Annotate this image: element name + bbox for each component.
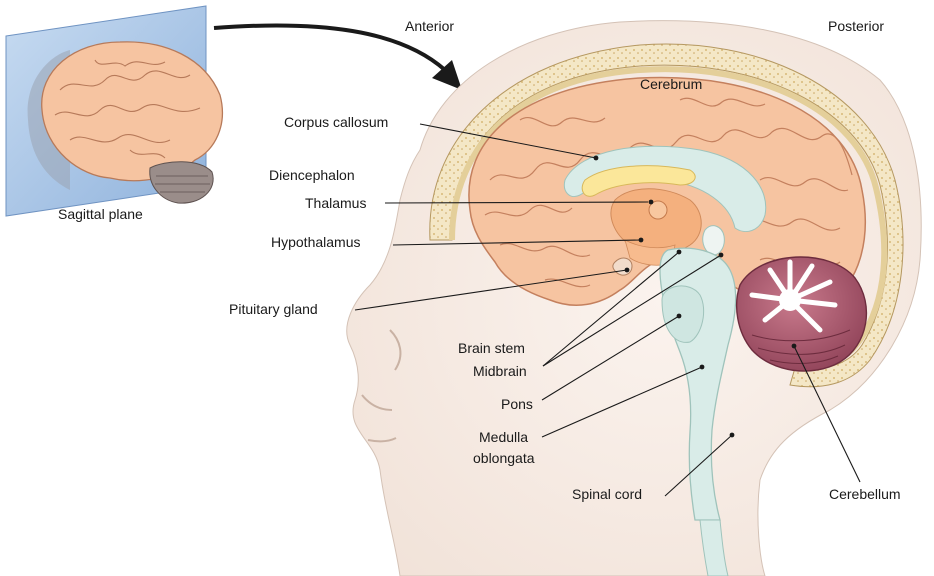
label-cerebellum: Cerebellum — [829, 486, 901, 502]
pons-bulge — [661, 285, 705, 343]
point-medulla — [699, 364, 705, 370]
leader-lines — [354, 123, 861, 497]
label-midbrain: Midbrain — [473, 363, 527, 379]
point-corpus-callosum — [593, 155, 599, 161]
leader-hypothalamus — [392, 239, 642, 246]
label-medulla-line1: Medulla — [479, 429, 529, 445]
mouth-outline — [367, 437, 397, 443]
label-cerebrum: Cerebrum — [640, 76, 703, 92]
sagittal-plane-thumbnail — [5, 5, 224, 217]
leader-thalamus — [384, 201, 649, 204]
leader-pituitary-gland — [354, 269, 628, 311]
label-pituitary-gland: Pituitary gland — [229, 301, 318, 317]
direction-arrow — [213, 23, 462, 90]
thumbnail-brain-gyri — [54, 59, 201, 159]
thalamus-nucleus — [648, 200, 668, 220]
label-posterior: Posterior — [828, 18, 885, 34]
point-pons — [676, 313, 682, 319]
corpus-callosum — [581, 165, 696, 197]
point-hypothalamus — [638, 237, 644, 243]
label-thalamus: Thalamus — [305, 195, 367, 211]
point-pituitary-gland — [624, 267, 630, 273]
cerebellum-white-core — [779, 289, 801, 311]
leader-brain-stem-b — [542, 254, 722, 367]
leader-medulla — [541, 366, 703, 438]
cerebellum-arbor-vitae — [749, 259, 838, 333]
leader-brain-stem-a — [542, 251, 680, 367]
spinal-cord — [699, 519, 729, 576]
label-medulla-line2: oblongata — [473, 450, 535, 466]
point-thalamus — [648, 199, 654, 205]
point-spinal-cord — [729, 432, 735, 438]
leader-points — [593, 155, 797, 438]
label-corpus-callosum: Corpus callosum — [284, 114, 389, 130]
label-hypothalamus: Hypothalamus — [271, 234, 361, 250]
midbrain-cerebral-aqueduct — [702, 225, 725, 256]
label-diencephalon: Diencephalon — [269, 167, 355, 183]
point-midbrain-b — [718, 252, 724, 258]
leader-pons — [541, 315, 680, 401]
label-sagittal-plane: Sagittal plane — [58, 206, 143, 222]
label-spinal-cord: Spinal cord — [572, 486, 643, 502]
skull-bone — [429, 43, 904, 388]
thalamus-diencephalon — [610, 188, 702, 255]
leader-cerebellum — [793, 345, 861, 483]
thumbnail-cerebellum — [149, 161, 214, 204]
point-midbrain-a — [676, 249, 682, 255]
point-cerebellum — [791, 343, 797, 349]
label-brain-stem: Brain stem — [458, 340, 525, 356]
nose-outline — [361, 394, 393, 411]
leader-spinal-cord — [664, 434, 733, 497]
cerebellum-folia — [751, 329, 851, 364]
thumbnail-cerebellum-folds — [155, 175, 210, 193]
label-pons: Pons — [501, 396, 533, 412]
arrow-shaft — [213, 23, 447, 72]
arrow-head — [432, 60, 462, 90]
ear-outline — [389, 329, 402, 371]
leader-corpus-callosum — [419, 123, 597, 159]
label-anterior: Anterior — [405, 18, 455, 34]
